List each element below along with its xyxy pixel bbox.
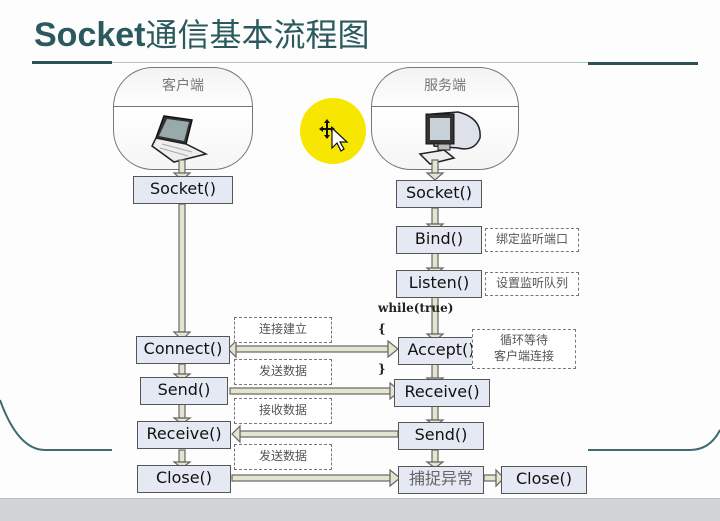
client-connect-step: Connect() [136, 336, 230, 364]
accept-note: 循环等待 客户端连接 [472, 329, 576, 369]
server-accept-step: Accept() [398, 337, 484, 365]
send-data-note-2: 发送数据 [234, 444, 332, 470]
bind-note: 绑定监听端口 [485, 228, 579, 252]
laptop-icon [151, 115, 209, 163]
server-receive-step: Receive() [394, 379, 490, 407]
client-socket-step: Socket() [133, 176, 233, 204]
send-data-note: 发送数据 [234, 359, 332, 385]
client-header: 客户端 [114, 68, 252, 107]
server-close-step: Close() [501, 466, 587, 494]
server-bind-step: Bind() [396, 226, 482, 254]
listen-note: 设置监听队列 [485, 272, 579, 296]
server-catch-exception-step: 捕捉异常 [398, 466, 484, 494]
server-socket-step: Socket() [396, 180, 482, 208]
bottom-bar [0, 498, 720, 521]
desktop-computer-icon [418, 111, 481, 165]
title-cn: 通信基本流程图 [145, 16, 370, 54]
receive-data-note: 接收数据 [234, 398, 332, 424]
connection-note: 连接建立 [234, 317, 332, 343]
client-send-step: Send() [140, 377, 228, 405]
title-rule-right [588, 62, 698, 65]
client-close-step: Close() [137, 465, 231, 493]
slide-title: Socket通信基本流程图 [34, 10, 370, 56]
while-loop-label: while(true) [378, 301, 454, 315]
server-listen-step: Listen() [396, 270, 482, 298]
title-latin: Socket [34, 16, 146, 54]
client-receive-step: Receive() [137, 421, 231, 449]
loop-open-brace: { [378, 322, 386, 336]
server-header: 服务端 [372, 68, 518, 107]
move-cursor-icon [319, 119, 349, 152]
title-rule-thin [112, 62, 532, 63]
title-rule [32, 61, 112, 64]
title-rule-thin-right [530, 62, 588, 63]
server-send-step: Send() [398, 422, 484, 450]
server-endpoint: 服务端 [371, 67, 519, 170]
loop-close-brace: } [378, 362, 386, 376]
accept-note-line2: 客户端连接 [493, 349, 554, 363]
accept-note-line1: 循环等待 [499, 333, 548, 347]
client-endpoint: 客户端 [113, 67, 253, 170]
